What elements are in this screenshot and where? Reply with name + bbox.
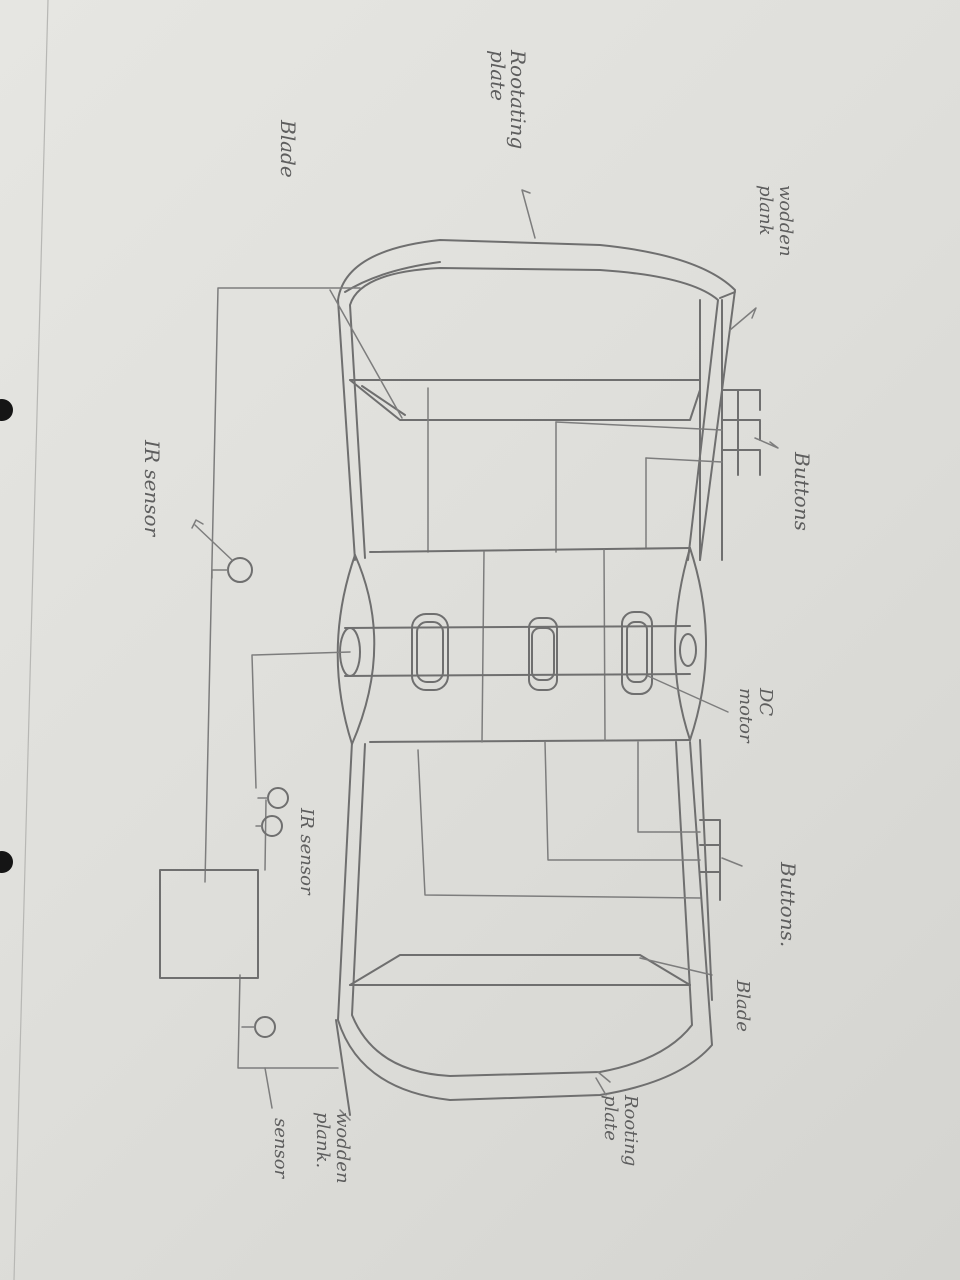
ir-sensor-left [192, 520, 252, 582]
wiring-upper [428, 388, 722, 552]
label-blade-bottom: Blade [732, 980, 752, 1032]
sensor-bottom [242, 1017, 275, 1108]
external-wiring [205, 288, 360, 1068]
label-dc-motor: DC motor [735, 688, 775, 743]
label-ir-sensor-mid: IR sensor [296, 808, 316, 895]
blade-top [330, 290, 700, 420]
label-wooden-plank-top: wodden plank [755, 185, 795, 257]
arrow-buttons-top [755, 438, 778, 448]
arrow-wooden-plank-top [730, 308, 756, 330]
label-rotating-plate-top: Rootating plate [488, 50, 528, 149]
wooden-plank-bottom [336, 740, 712, 1120]
label-ir-sensor-left: IR sensor [142, 440, 162, 536]
label-rotating-plate-bottom: Rooting plate [600, 1095, 640, 1166]
label-buttons-top: Buttons [792, 452, 812, 531]
rotating-plate-bottom [338, 742, 712, 1100]
blade-bottom [350, 955, 712, 985]
arrow-rotating-plate-bottom [596, 1078, 606, 1095]
binder-hole [0, 851, 13, 873]
controller-box [160, 870, 258, 978]
motor-housing [338, 548, 728, 744]
label-buttons-bottom: Buttons. [778, 862, 798, 947]
label-sensor-bottom: sensor [270, 1118, 290, 1178]
label-wooden-plank-bottom: wodden plank. [312, 1112, 352, 1184]
ir-sensor-mid [256, 788, 288, 836]
margin-line [14, 0, 48, 1280]
label-blade-top: Blade [278, 120, 298, 178]
binder-hole [0, 399, 13, 421]
rotating-plate-top [338, 240, 735, 560]
arrow-rotating-plate-top [522, 190, 535, 238]
wiring-lower [418, 742, 742, 900]
